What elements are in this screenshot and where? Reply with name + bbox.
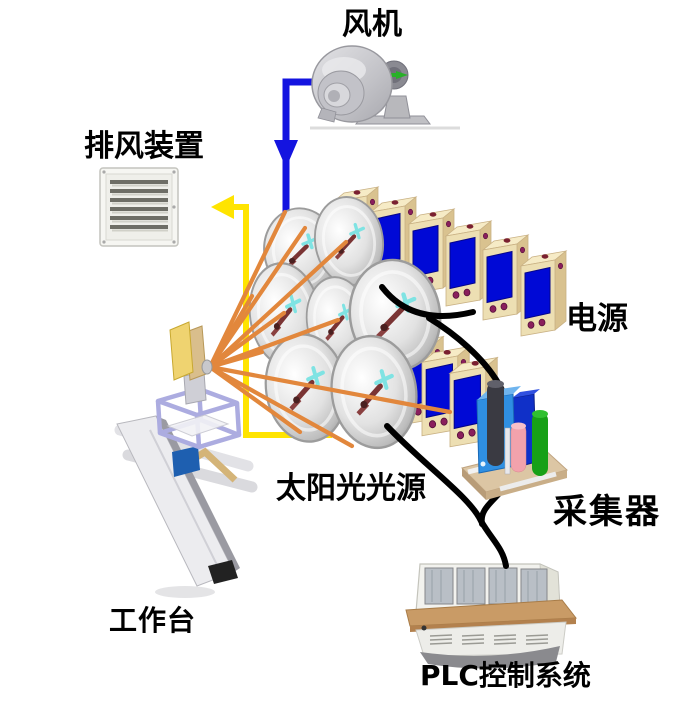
target-plate [169, 321, 194, 381]
exhaust-device-label: 排风装置 [84, 129, 204, 164]
power-supply-label: 电源 [566, 301, 628, 337]
plc-screens [424, 567, 548, 605]
data-collector [461, 380, 569, 500]
vent-louvers [110, 180, 168, 232]
psu-cabinet [520, 250, 567, 337]
fan-label: 风机 [342, 7, 402, 42]
sunlight-source-label: 太阳光光源 [276, 471, 426, 506]
plc-system-label: PLC控制系统 [420, 659, 591, 692]
light-rays [207, 209, 453, 449]
plc-console [405, 563, 577, 669]
exhaust-vent [99, 167, 179, 247]
exhaust-arrow-icon [211, 195, 234, 219]
collector-label: 采集器 [553, 492, 661, 532]
fan-blower [310, 45, 460, 130]
air-duct-arrow-icon [274, 140, 298, 168]
workbench [114, 321, 258, 598]
motor-shaft-arrow-icon [396, 71, 408, 79]
workbench-label: 工作台 [109, 604, 196, 637]
